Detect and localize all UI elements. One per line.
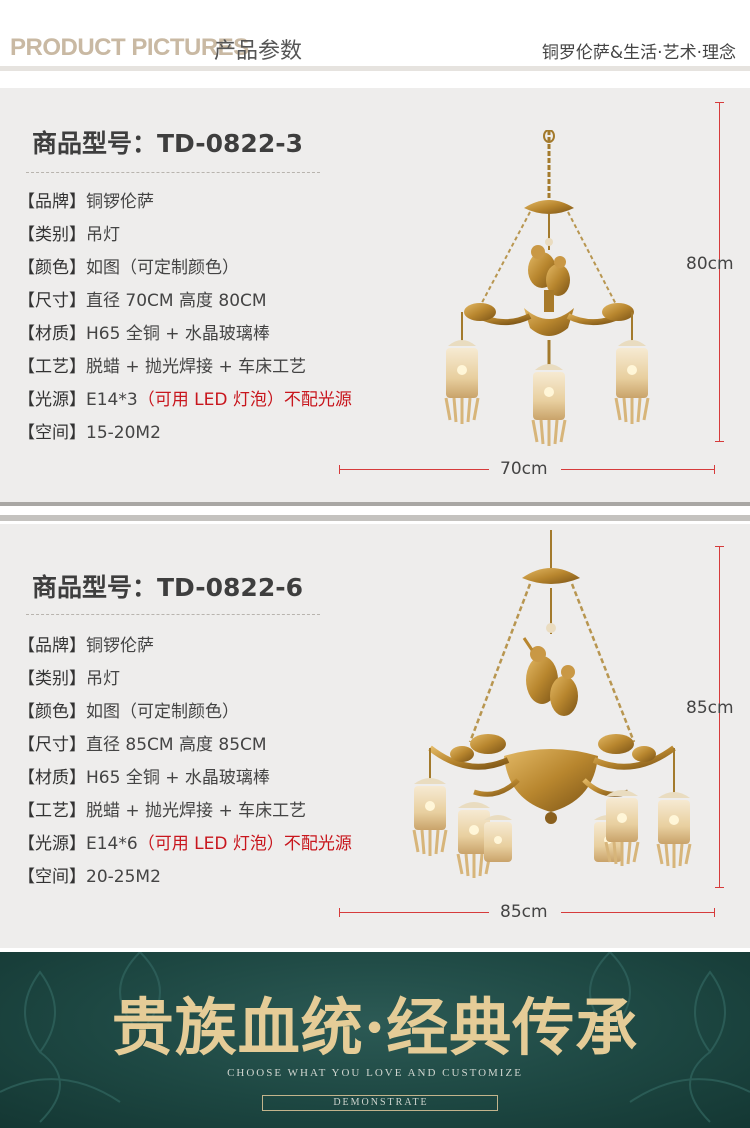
banner-headline: 贵族血统·经典传承 [111,991,639,1064]
title-divider [26,614,320,615]
model-title: 商品型号：TD-0822-3 [32,129,303,158]
spec-item-space: 【空间】20-25M2 [18,867,161,887]
spec-item-space: 【空间】15-20M2 [18,423,161,443]
banner-tagline: CHOOSE WHAT YOU LOVE AND CUSTOMIZE [227,1067,523,1079]
width-label: 70cm [500,459,548,479]
height-label: 80cm [686,254,734,274]
spec-list: 【品牌】铜锣伦萨 【类别】吊灯 【颜色】如图（可定制颜色） 【尺寸】直径 85C… [18,630,352,894]
header-slogan: 铜罗伦萨&生活·艺术·理念 [541,43,736,63]
demonstrate-label: DEMONSTRATE [333,1097,429,1108]
chandelier-6-arm-image [412,530,692,878]
light-source-note: （可用 LED 灯泡）不配光源 [137,834,352,854]
brand-banner: 贵族血统·经典传承 CHOOSE WHAT YOU LOVE AND CUSTO… [0,952,750,1128]
spec-list: 【品牌】铜锣伦萨 【类别】吊灯 【颜色】如图（可定制颜色） 【尺寸】直径 70C… [18,186,352,450]
spec-item-size: 【尺寸】直径 85CM 高度 85CM [18,735,267,755]
page-header: PRODUCT PICTURES 产品参数 铜罗伦萨&生活·艺术·理念 [0,0,750,66]
spec-item-brand: 【品牌】铜锣伦萨 [18,636,154,656]
height-label: 85cm [686,698,734,718]
width-dimension-line [339,908,715,917]
spec-item-light-source: 【光源】E14*6（可用 LED 灯泡）不配光源 [18,834,352,854]
chandelier-3-arm-image [444,130,650,446]
product-panel-2: 商品型号：TD-0822-6 【品牌】铜锣伦萨 【类别】吊灯 【颜色】如图（可定… [0,524,750,948]
section-divider [0,502,750,506]
spec-item-category: 【类别】吊灯 [18,669,120,689]
width-label: 85cm [500,902,548,922]
spec-item-craft: 【工艺】脱蜡 + 抛光焊接 + 车床工艺 [18,801,307,821]
height-dimension-line [715,546,724,888]
height-dimension-line [715,102,724,442]
spec-item-color: 【颜色】如图（可定制颜色） [18,702,239,722]
section-divider [0,515,750,521]
spec-item-size: 【尺寸】直径 70CM 高度 80CM [18,291,267,311]
header-title-zh: 产品参数 [214,39,303,64]
spec-item-craft: 【工艺】脱蜡 + 抛光焊接 + 车床工艺 [18,357,307,377]
spec-item-brand: 【品牌】铜锣伦萨 [18,192,154,212]
spec-item-material: 【材质】H65 全铜 + 水晶玻璃棒 [18,324,270,344]
title-divider [26,172,320,173]
demonstrate-button[interactable]: DEMONSTRATE [262,1095,498,1111]
header-divider [0,66,750,71]
damask-pattern-background [0,952,750,1123]
model-title: 商品型号：TD-0822-6 [32,573,303,602]
light-source-note: （可用 LED 灯泡）不配光源 [137,390,352,410]
spec-item-color: 【颜色】如图（可定制颜色） [18,258,239,278]
spec-item-material: 【材质】H65 全铜 + 水晶玻璃棒 [18,768,270,788]
spec-item-light-source: 【光源】E14*3（可用 LED 灯泡）不配光源 [18,390,352,410]
header-title-en: PRODUCT PICTURES [10,34,249,61]
width-dimension-line [339,465,715,474]
product-panel-1: 商品型号：TD-0822-3 【品牌】铜锣伦萨 【类别】吊灯 【颜色】如图（可定… [0,88,750,502]
spec-item-category: 【类别】吊灯 [18,225,120,245]
